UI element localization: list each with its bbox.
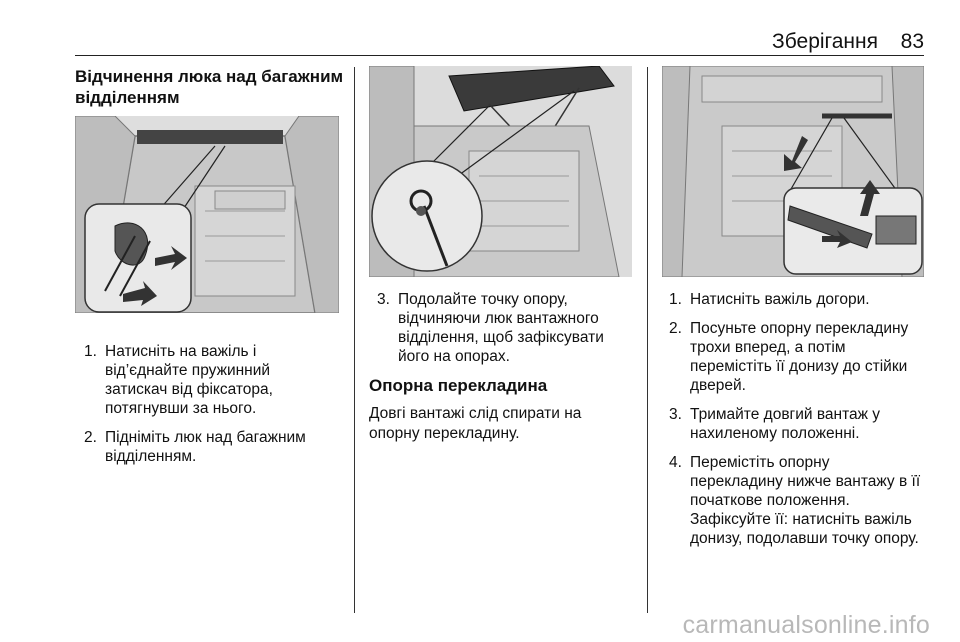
step-number: 1. bbox=[669, 291, 682, 308]
step-line: затискач від фіксатора, bbox=[105, 381, 273, 398]
column-divider-2 bbox=[647, 67, 648, 613]
header-divider bbox=[75, 55, 924, 56]
list-item: 2. Посуньте опорну перекладину трохи впе… bbox=[669, 319, 931, 395]
section-heading-line: Відчинення люка над багажним bbox=[75, 67, 344, 86]
step-line: потягнувши за нього. bbox=[105, 400, 257, 417]
watermark: carmanualsonline.info bbox=[682, 611, 930, 639]
step-line: його на опорах. bbox=[398, 348, 510, 365]
step-number: 1. bbox=[84, 343, 97, 360]
step-line: відділення, щоб зафіксувати bbox=[398, 329, 604, 346]
step-line: початкове положення. bbox=[690, 492, 850, 509]
step-line: відділенням. bbox=[105, 448, 197, 465]
figure-support-bar bbox=[662, 66, 924, 277]
section-heading-support-bar: Опорна перекладина bbox=[369, 376, 548, 395]
figure-hatch-open bbox=[369, 66, 632, 277]
step-number: 2. bbox=[669, 320, 682, 337]
step-line: перемістіть її донизу до стійки bbox=[690, 358, 908, 375]
figure-hatch-lever bbox=[75, 116, 339, 313]
paragraph-line: опорну перекладину. bbox=[369, 424, 520, 442]
steps-list-support-bar: 1. Натисніть важіль догори. 2. Посуньте … bbox=[669, 290, 931, 558]
step-line: дверей. bbox=[690, 377, 746, 394]
list-item: 3. Тримайте довгий вантаж у нахиленому п… bbox=[669, 405, 931, 443]
list-item: 4. Перемістіть опорну перекладину нижче … bbox=[669, 453, 931, 548]
step-line: нахиленому положенні. bbox=[690, 425, 860, 442]
paragraph-line: Довгі вантажі слід спирати на bbox=[369, 405, 582, 422]
step-line: Подолайте точку опору, bbox=[398, 291, 568, 308]
steps-list-hatch-continued: 3. Подолайте точку опору, відчиняючи люк… bbox=[377, 290, 639, 376]
step-line: Натисніть важіль догори. bbox=[690, 291, 870, 308]
page-header-title: Зберігання bbox=[772, 30, 878, 53]
section-heading-line: відділенням bbox=[75, 88, 180, 107]
step-number: 3. bbox=[377, 291, 390, 308]
step-line: Зафіксуйте її: натисніть важіль bbox=[690, 511, 912, 528]
list-item: 1. Натисніть на важіль і від’єднайте пру… bbox=[84, 342, 346, 418]
step-line: Підніміть люк над багажним bbox=[105, 429, 306, 446]
column-divider-1 bbox=[354, 67, 355, 613]
list-item: 2. Підніміть люк над багажним відділення… bbox=[84, 428, 346, 466]
step-line: відчиняючи люк вантажного bbox=[398, 310, 599, 327]
step-line: Натисніть на важіль і bbox=[105, 343, 257, 360]
paragraph-support-bar: Довгі вантажі слід спирати на опорну пер… bbox=[369, 404, 639, 443]
step-line: трохи вперед, а потім bbox=[690, 339, 846, 356]
step-number: 2. bbox=[84, 429, 97, 446]
section-heading-hatch: Відчинення люка над багажним відділенням bbox=[75, 66, 345, 108]
step-line: перекладину нижче вантажу в її bbox=[690, 473, 921, 490]
step-line: Перемістіть опорну bbox=[690, 454, 830, 471]
step-number: 4. bbox=[669, 454, 682, 471]
step-line: від’єднайте пружинний bbox=[105, 362, 271, 379]
list-item: 1. Натисніть важіль догори. bbox=[669, 290, 931, 309]
step-line: донизу, подолавши точку опору. bbox=[690, 530, 919, 547]
step-line: Посуньте опорну перекладину bbox=[690, 320, 909, 337]
list-item: 3. Подолайте точку опору, відчиняючи люк… bbox=[377, 290, 639, 366]
step-number: 3. bbox=[669, 406, 682, 423]
page-number: 83 bbox=[900, 30, 924, 53]
step-line: Тримайте довгий вантаж у bbox=[690, 406, 881, 423]
steps-list-hatch: 1. Натисніть на важіль і від’єднайте пру… bbox=[84, 342, 346, 476]
